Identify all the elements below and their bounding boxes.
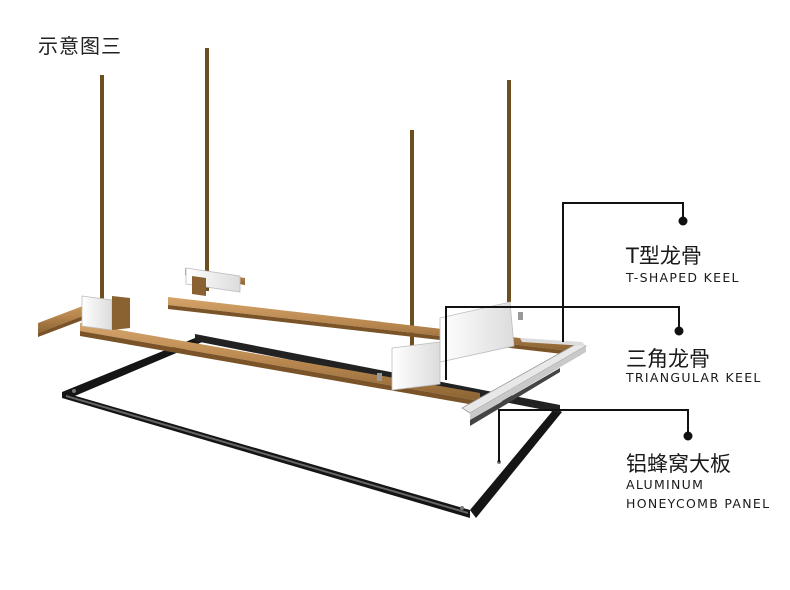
t-keel-label-cn: T型龙骨	[626, 244, 702, 268]
leader-panel	[498, 409, 689, 462]
leader-lines	[445, 202, 689, 462]
leader-triangular-keel	[445, 306, 680, 380]
panel-label-en-line2: HONEYCOMB PANEL	[626, 496, 771, 511]
triangular-keel-label-cn: 三角龙骨	[626, 347, 710, 371]
honeycomb-panel-frame	[62, 334, 562, 518]
leader-dots	[674, 216, 693, 441]
t-keel-label-en: T-SHAPED KEEL	[626, 270, 740, 285]
rod-3	[410, 130, 414, 378]
suspension-rods	[100, 48, 511, 378]
rod-1	[100, 75, 104, 310]
rod-2	[205, 48, 209, 291]
diagram-title: 示意图三	[38, 34, 122, 58]
triangular-keel-rail	[461, 338, 587, 426]
panel-label-cn: 铝蜂窝大板	[626, 452, 731, 476]
panel-label-en-line1: ALUMINUM	[626, 477, 705, 492]
t-keel-clips	[81, 267, 523, 391]
rod-4	[507, 80, 511, 302]
leader-t-keel	[562, 202, 684, 342]
main-keel-front	[80, 323, 480, 406]
triangular-keel-label-en: TRIANGULAR KEEL	[626, 370, 762, 385]
